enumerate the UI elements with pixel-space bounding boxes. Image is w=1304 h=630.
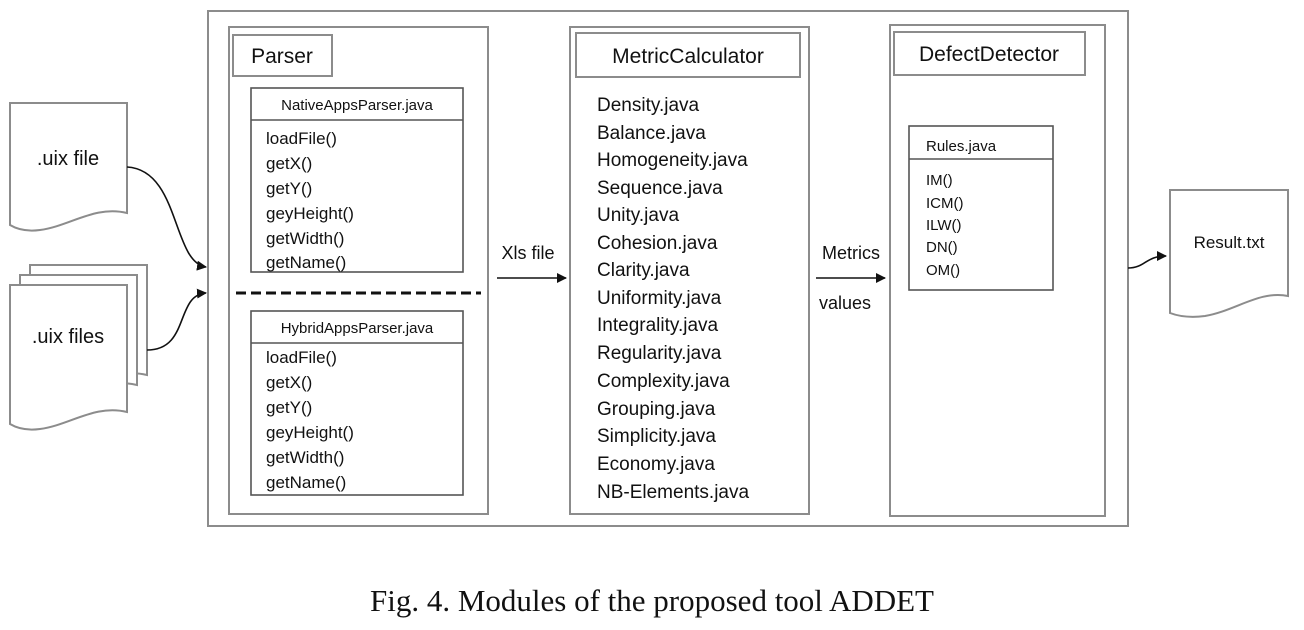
- native-method: getY(): [266, 179, 312, 198]
- rules-class-name: Rules.java: [926, 138, 997, 155]
- uix-files-document-stack: .uix files: [9, 264, 148, 431]
- metric-file: Homogeneity.java: [597, 150, 748, 171]
- native-method: loadFile(): [266, 129, 337, 148]
- uix-files-connector: [146, 288, 207, 351]
- uix-files-label: .uix files: [32, 326, 104, 348]
- result-file-document: Result.txt: [1169, 189, 1289, 318]
- hybrid-apps-parser-class: HybridAppsParser.java loadFile() getX() …: [250, 310, 464, 496]
- native-apps-parser-class: NativeAppsParser.java loadFile() getX() …: [250, 87, 464, 273]
- native-method: geyHeight(): [266, 204, 354, 223]
- native-method: getWidth(): [266, 229, 344, 248]
- result-file-label: Result.txt: [1194, 233, 1265, 252]
- metric-file: Sequence.java: [597, 178, 723, 199]
- metric-file: Economy.java: [597, 454, 715, 475]
- hybrid-method: getX(): [266, 373, 312, 392]
- metric-file: Complexity.java: [597, 371, 730, 392]
- metric-file: Clarity.java: [597, 260, 690, 281]
- metric-file: Integrality.java: [597, 315, 719, 336]
- metrics-label: Metrics: [822, 243, 880, 263]
- rule-method: IM(): [926, 172, 953, 189]
- hybrid-method: geyHeight(): [266, 423, 354, 442]
- parser-title: Parser: [251, 45, 313, 68]
- rule-method: OM(): [926, 262, 960, 279]
- metric-file: Simplicity.java: [597, 426, 716, 447]
- rules-class: Rules.java IM() ICM() ILW() DN() OM(): [908, 125, 1054, 291]
- parser-module: Parser NativeAppsParser.java loadFile() …: [228, 26, 489, 515]
- hybrid-method: loadFile(): [266, 348, 337, 367]
- uix-file-document: .uix file: [9, 102, 128, 232]
- defect-detector-title: DefectDetector: [919, 43, 1059, 66]
- rule-method: DN(): [926, 239, 958, 256]
- values-label: values: [819, 293, 871, 313]
- metric-file: Balance.java: [597, 123, 706, 144]
- output-connector: [1127, 251, 1167, 269]
- metric-file: Unity.java: [597, 205, 679, 226]
- defect-detector-module: DefectDetector Rules.java IM() ICM() ILW…: [889, 24, 1106, 517]
- hybrid-method: getWidth(): [266, 448, 344, 467]
- native-method: getName(): [266, 253, 346, 272]
- xls-file-label: Xls file: [501, 243, 554, 263]
- metric-file: Grouping.java: [597, 399, 716, 420]
- metric-file-list: Density.java Balance.java Homogeneity.ja…: [597, 95, 749, 503]
- native-method: getX(): [266, 154, 312, 173]
- metric-file: Regularity.java: [597, 343, 722, 364]
- metric-file: Uniformity.java: [597, 288, 722, 309]
- metric-file: Cohesion.java: [597, 233, 718, 254]
- hybrid-apps-parser-name: HybridAppsParser.java: [281, 320, 434, 337]
- rule-method: ICM(): [926, 195, 964, 212]
- uix-file-label: .uix file: [37, 148, 99, 170]
- figure-caption: Fig. 4. Modules of the proposed tool ADD…: [370, 583, 934, 618]
- metric-calculator-title: MetricCalculator: [612, 45, 764, 68]
- metric-calculator-module: MetricCalculator Density.java Balance.ja…: [569, 26, 810, 515]
- uix-file-connector: [126, 166, 207, 271]
- metric-file: Density.java: [597, 95, 700, 116]
- hybrid-method: getName(): [266, 473, 346, 492]
- metric-file: NB-Elements.java: [597, 482, 749, 503]
- native-apps-parser-name: NativeAppsParser.java: [281, 97, 433, 114]
- rule-method: ILW(): [926, 217, 962, 234]
- hybrid-method: getY(): [266, 398, 312, 417]
